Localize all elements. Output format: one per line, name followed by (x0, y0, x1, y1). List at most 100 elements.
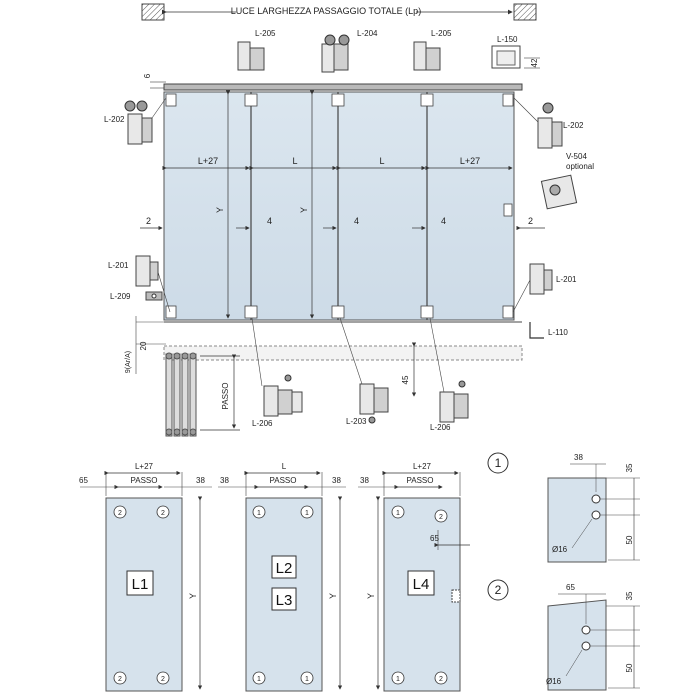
part-l205-right: L-205 (413, 29, 452, 71)
passo-dim-elev (200, 354, 240, 431)
p3-label: L4 (413, 576, 430, 593)
parking-track (163, 345, 523, 361)
label-l110: L-110 (548, 328, 568, 337)
p3-hole-tl: 1 (396, 510, 400, 517)
p2-dim-top: L (282, 462, 287, 471)
label-l202-left: L-202 (104, 115, 125, 124)
dim-20: 20 (139, 341, 148, 350)
label-v504: V-504 (566, 152, 587, 161)
detail-1-v2: 50 (625, 535, 634, 544)
p1-passo: PASSO (131, 476, 158, 485)
p1-hole-br: 2 (161, 676, 165, 683)
part-l206-right: L-206 (429, 317, 469, 432)
detail-1-top: 38 (574, 453, 583, 462)
p3-dim-65: 65 (430, 534, 439, 543)
p3-dim-top: L+27 (413, 462, 432, 471)
p2-y: Y (328, 593, 338, 599)
detail-1-marker: 1 (495, 456, 502, 470)
height-dims (225, 90, 315, 319)
label-l201-right: L-201 (556, 275, 577, 284)
part-l209: L-209 (110, 291, 163, 301)
dim-42: 42 (530, 58, 539, 67)
label-l203: L-203 (346, 417, 367, 426)
label-l206-left: L-206 (252, 419, 273, 428)
detail-2-v2: 50 (625, 663, 634, 672)
detail-2-marker: 2 (495, 583, 502, 597)
detail-1-v1: 35 (625, 463, 634, 472)
p1-y: Y (188, 593, 198, 599)
p2-label-a: L2 (276, 560, 293, 577)
p3-hole-br: 2 (439, 676, 443, 683)
label-l209: L-209 (110, 292, 131, 301)
part-l201-left: L-201 (108, 255, 171, 313)
label-l150: L-150 (497, 35, 518, 44)
gap-right: 2 (528, 216, 533, 226)
detail-1: 1 38 35 50 Ø16 (487, 452, 640, 563)
detail-2: 2 65 35 50 Ø16 (487, 579, 640, 691)
joint-gap-3: 4 (441, 216, 446, 226)
p3-hole-bl: 1 (396, 676, 400, 683)
top-track (163, 83, 523, 91)
p1-dim-top: L+27 (135, 462, 154, 471)
glass-fittings (165, 93, 514, 319)
dim-6: 6 (143, 73, 152, 78)
p3-passo: PASSO (407, 476, 434, 485)
p1-hole-bl: 2 (118, 676, 122, 683)
p3-holes (391, 505, 448, 685)
label-v504-note: optional (566, 162, 594, 171)
p1-hole-tr: 2 (161, 510, 165, 517)
part-l202-left: L-202 (104, 97, 167, 145)
detail-2-top: 65 (566, 583, 575, 592)
detail-2-v1: 35 (625, 591, 634, 600)
p2-holes (252, 505, 314, 685)
label-l201-left: L-201 (108, 261, 129, 270)
panel-l4: L+27 PASSO 38 L4 Y 65 (358, 462, 470, 692)
label-l205-right: L-205 (431, 29, 452, 38)
part-l203: L-203 (339, 317, 389, 426)
width-label-4: L+27 (460, 156, 480, 166)
label-l202-right: L-202 (563, 121, 584, 130)
p1-hole-tl: 2 (118, 510, 122, 517)
dim-45: 45 (401, 375, 410, 384)
p1-left-offset: 65 (79, 476, 88, 485)
part-l150: L-150 42 (491, 35, 540, 69)
p2-hole-tr: 1 (305, 510, 309, 517)
glass-area (163, 91, 515, 321)
wall-right (513, 3, 537, 21)
width-label-2: L (292, 156, 297, 166)
height-label-1: Y (215, 207, 225, 213)
label-l204: L-204 (357, 29, 378, 38)
part-l205-left: L-205 (237, 29, 276, 71)
p2-hole-br: 1 (305, 676, 309, 683)
passo-label-elev: PASSO (221, 383, 230, 410)
p1-holes (113, 505, 170, 685)
panel-l1: L+27 PASSO 65 38 L1 Y (79, 462, 212, 692)
p2-hole-tl: 1 (257, 510, 261, 517)
p3-left-offset: 38 (360, 476, 369, 485)
bottom-dims (135, 316, 166, 374)
label-l206-right: L-206 (430, 423, 451, 432)
p1-right-offset: 38 (196, 476, 205, 485)
part-l201-right: L-201 (512, 263, 577, 313)
part-v504: V-504 optional (540, 152, 594, 210)
dim-9: 9(Ar/A) (125, 351, 132, 373)
height-label-2: Y (299, 207, 309, 213)
part-l206-left: L-206 (251, 317, 303, 428)
p2-hole-bl: 1 (257, 676, 261, 683)
width-label-3: L (379, 156, 384, 166)
label-l205-left: L-205 (255, 29, 276, 38)
gap-left: 2 (146, 216, 151, 226)
p2-passo: PASSO (270, 476, 297, 485)
p3-hole-tr: 2 (439, 514, 443, 521)
part-l202-right: L-202 (513, 97, 584, 149)
p3-y: Y (366, 593, 376, 599)
p2-left-offset: 38 (220, 476, 229, 485)
p1-label: L1 (132, 576, 149, 593)
panel-l2-l3: L PASSO 38 38 L2 L3 Y (218, 462, 346, 692)
total-width-title: LUCE LARGHEZZA PASSAGGIO TOTALE (Lp) (231, 6, 421, 16)
width-label-1: L+27 (198, 156, 218, 166)
detail-1-diam: Ø16 (552, 545, 568, 554)
p2-right-offset: 38 (332, 476, 341, 485)
part-l204: L-204 (321, 29, 378, 73)
